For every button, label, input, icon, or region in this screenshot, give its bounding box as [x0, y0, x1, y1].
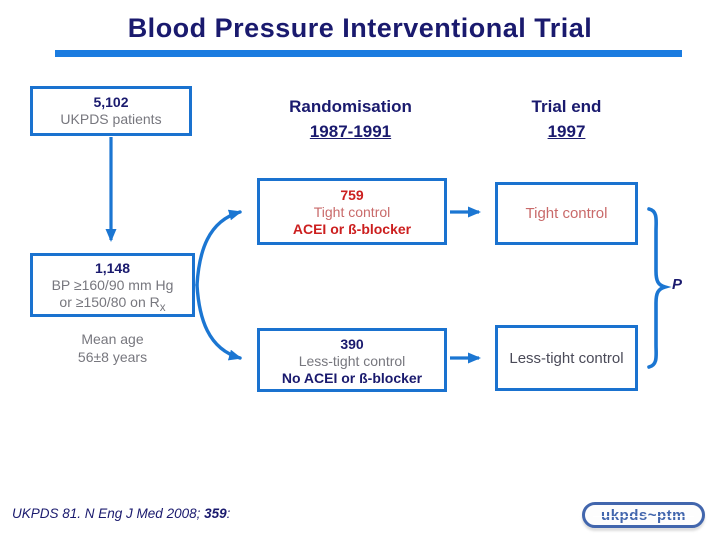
slide-title: Blood Pressure Interventional Trial — [127, 13, 593, 43]
less-tight-randomised-label: Less-tight control — [298, 353, 406, 369]
tight-randomised-label: Tight control — [313, 204, 391, 220]
mean-age-line1: Mean age — [81, 331, 144, 347]
less-tight-control-trial-end-box: Less-tight control — [495, 325, 638, 391]
trial-end-column-header: Trial end 1997 — [495, 94, 638, 144]
less-tight-control-randomised-box: 390 Less-tight control No ACEI or ß-bloc… — [257, 328, 447, 392]
mean-age-note: Mean age 56±8 years — [30, 330, 195, 366]
title-underline-bar — [55, 50, 682, 57]
trial-end-label: Trial end — [531, 97, 602, 116]
eligible-criteria-line2-text: or ≥150/80 on R — [59, 294, 160, 310]
less-tight-trial-end-label: Less-tight control — [509, 349, 624, 367]
tight-randomised-count: 759 — [340, 187, 364, 203]
tight-randomised-treatment: ACEI or ß-blocker — [292, 221, 412, 237]
eligible-criteria-line2-subscript: x — [159, 300, 166, 314]
cohort-box: 5,102 UKPDS patients — [30, 86, 192, 136]
eligible-count: 1,148 — [94, 260, 131, 276]
tight-trial-end-label: Tight control — [525, 205, 608, 222]
citation-prefix: UKPDS 81. N Eng J Med 2008; — [12, 506, 205, 521]
less-tight-randomised-treatment: No ACEI or ß-blocker — [281, 370, 423, 386]
eligible-patients-box: 1,148 BP ≥160/90 mm Hg or ≥150/80 on Rx — [30, 253, 195, 317]
less-tight-randomised-count: 390 — [340, 336, 364, 352]
eligible-criteria-line2: or ≥150/80 on Rx — [33, 294, 192, 316]
arrow-eligible-to-tight-control — [195, 209, 242, 287]
cohort-label: UKPDS patients — [60, 111, 162, 127]
randomisation-column-header: Randomisation 1987-1991 — [258, 94, 443, 144]
citation-suffix: : — [226, 506, 231, 521]
arrow-eligible-to-less-tight-control — [195, 283, 242, 361]
ukpds-ptm-logo-text: ukpds~ptm — [601, 506, 686, 524]
mean-age-line2: 56±8 years — [77, 349, 148, 365]
randomisation-period: 1987-1991 — [309, 122, 392, 141]
ukpds-ptm-logo: ukpds~ptm — [582, 502, 705, 528]
citation-volume: 359 — [204, 506, 227, 521]
eligible-criteria-line1: BP ≥160/90 mm Hg — [51, 277, 174, 293]
comparison-brace — [647, 207, 672, 369]
trial-end-period: 1997 — [547, 122, 586, 141]
tight-control-trial-end-box: Tight control — [495, 182, 638, 245]
randomisation-label: Randomisation — [289, 97, 412, 116]
tight-control-randomised-box: 759 Tight control ACEI or ß-blocker — [257, 178, 447, 245]
p-value-label: P — [672, 276, 683, 293]
cohort-count: 5,102 — [93, 94, 129, 110]
citation: UKPDS 81. N Eng J Med 2008; 359: — [12, 506, 230, 521]
